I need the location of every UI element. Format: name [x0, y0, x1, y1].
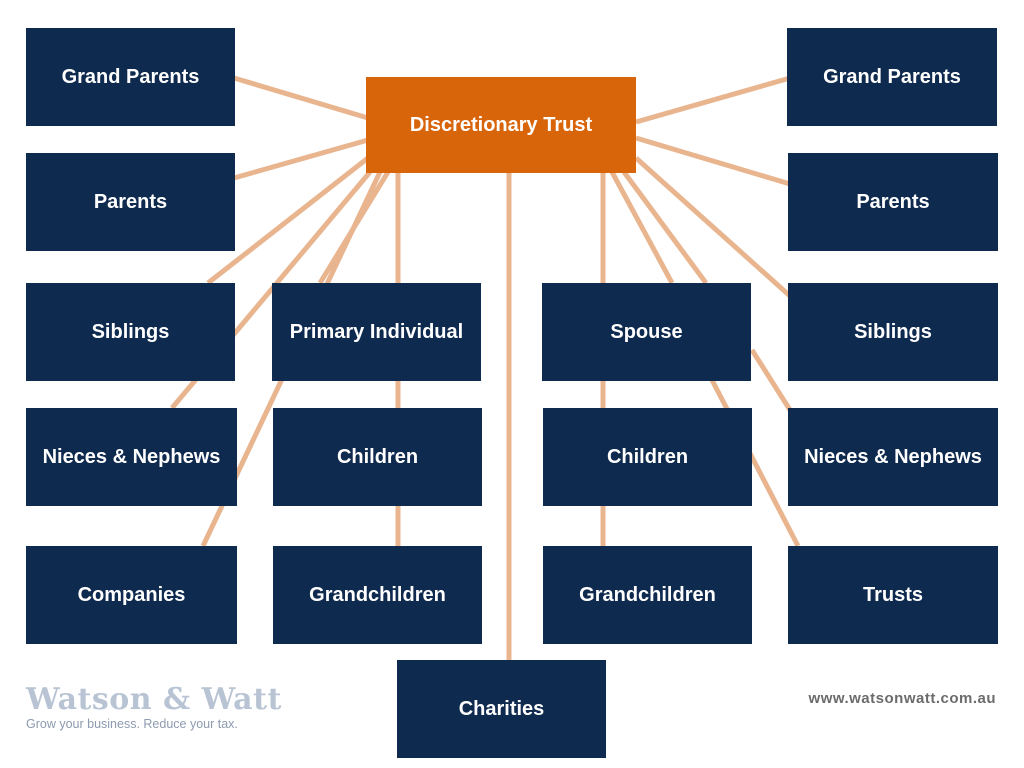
connector-primary: [317, 170, 391, 285]
grand-parents-left-node: Grand Parents: [26, 28, 235, 126]
charities-node: Charities: [397, 660, 606, 758]
primary-individual-node: Primary Individual: [272, 283, 481, 381]
connector-grandparents-left: [233, 75, 369, 121]
watson-watt-logo: Watson & Watt Grow your business. Reduce…: [26, 682, 282, 732]
grandchildren-left-node: Grandchildren: [273, 546, 482, 644]
connector-parents-left: [233, 137, 369, 181]
grandchildren-right-node: Grandchildren: [543, 546, 752, 644]
connector-grandchildren-right: [609, 170, 675, 285]
parents-left-node: Parents: [26, 153, 235, 251]
siblings-left-node: Siblings: [26, 283, 235, 381]
nieces-nephews-left-node: Nieces & Nephews: [26, 408, 237, 506]
grand-parents-right-node: Grand Parents: [787, 28, 997, 126]
connector-trusts-a: [621, 170, 709, 285]
logo-tagline: Grow your business. Reduce your tax.: [26, 717, 238, 731]
connector-grandparents-right: [635, 75, 791, 125]
nieces-nephews-right-node: Nieces & Nephews: [788, 408, 998, 506]
connector-siblings-right: [634, 156, 792, 298]
spouse-node: Spouse: [542, 283, 751, 381]
companies-node: Companies: [26, 546, 237, 644]
logo-brand-name: Watson & Watt: [26, 682, 282, 717]
discretionary-trust-node: Discretionary Trust: [366, 77, 636, 173]
children-right-node: Children: [543, 408, 752, 506]
connector-siblings-left: [206, 156, 370, 285]
connector-trusts-b: [709, 378, 801, 548]
parents-right-node: Parents: [788, 153, 998, 251]
siblings-right-node: Siblings: [788, 283, 998, 381]
website-url: www.watsonwatt.com.au: [808, 690, 996, 707]
children-left-node: Children: [273, 408, 482, 506]
connector-nieces-right: [749, 348, 793, 412]
connector-parents-right: [635, 135, 791, 187]
trusts-node: Trusts: [788, 546, 998, 644]
